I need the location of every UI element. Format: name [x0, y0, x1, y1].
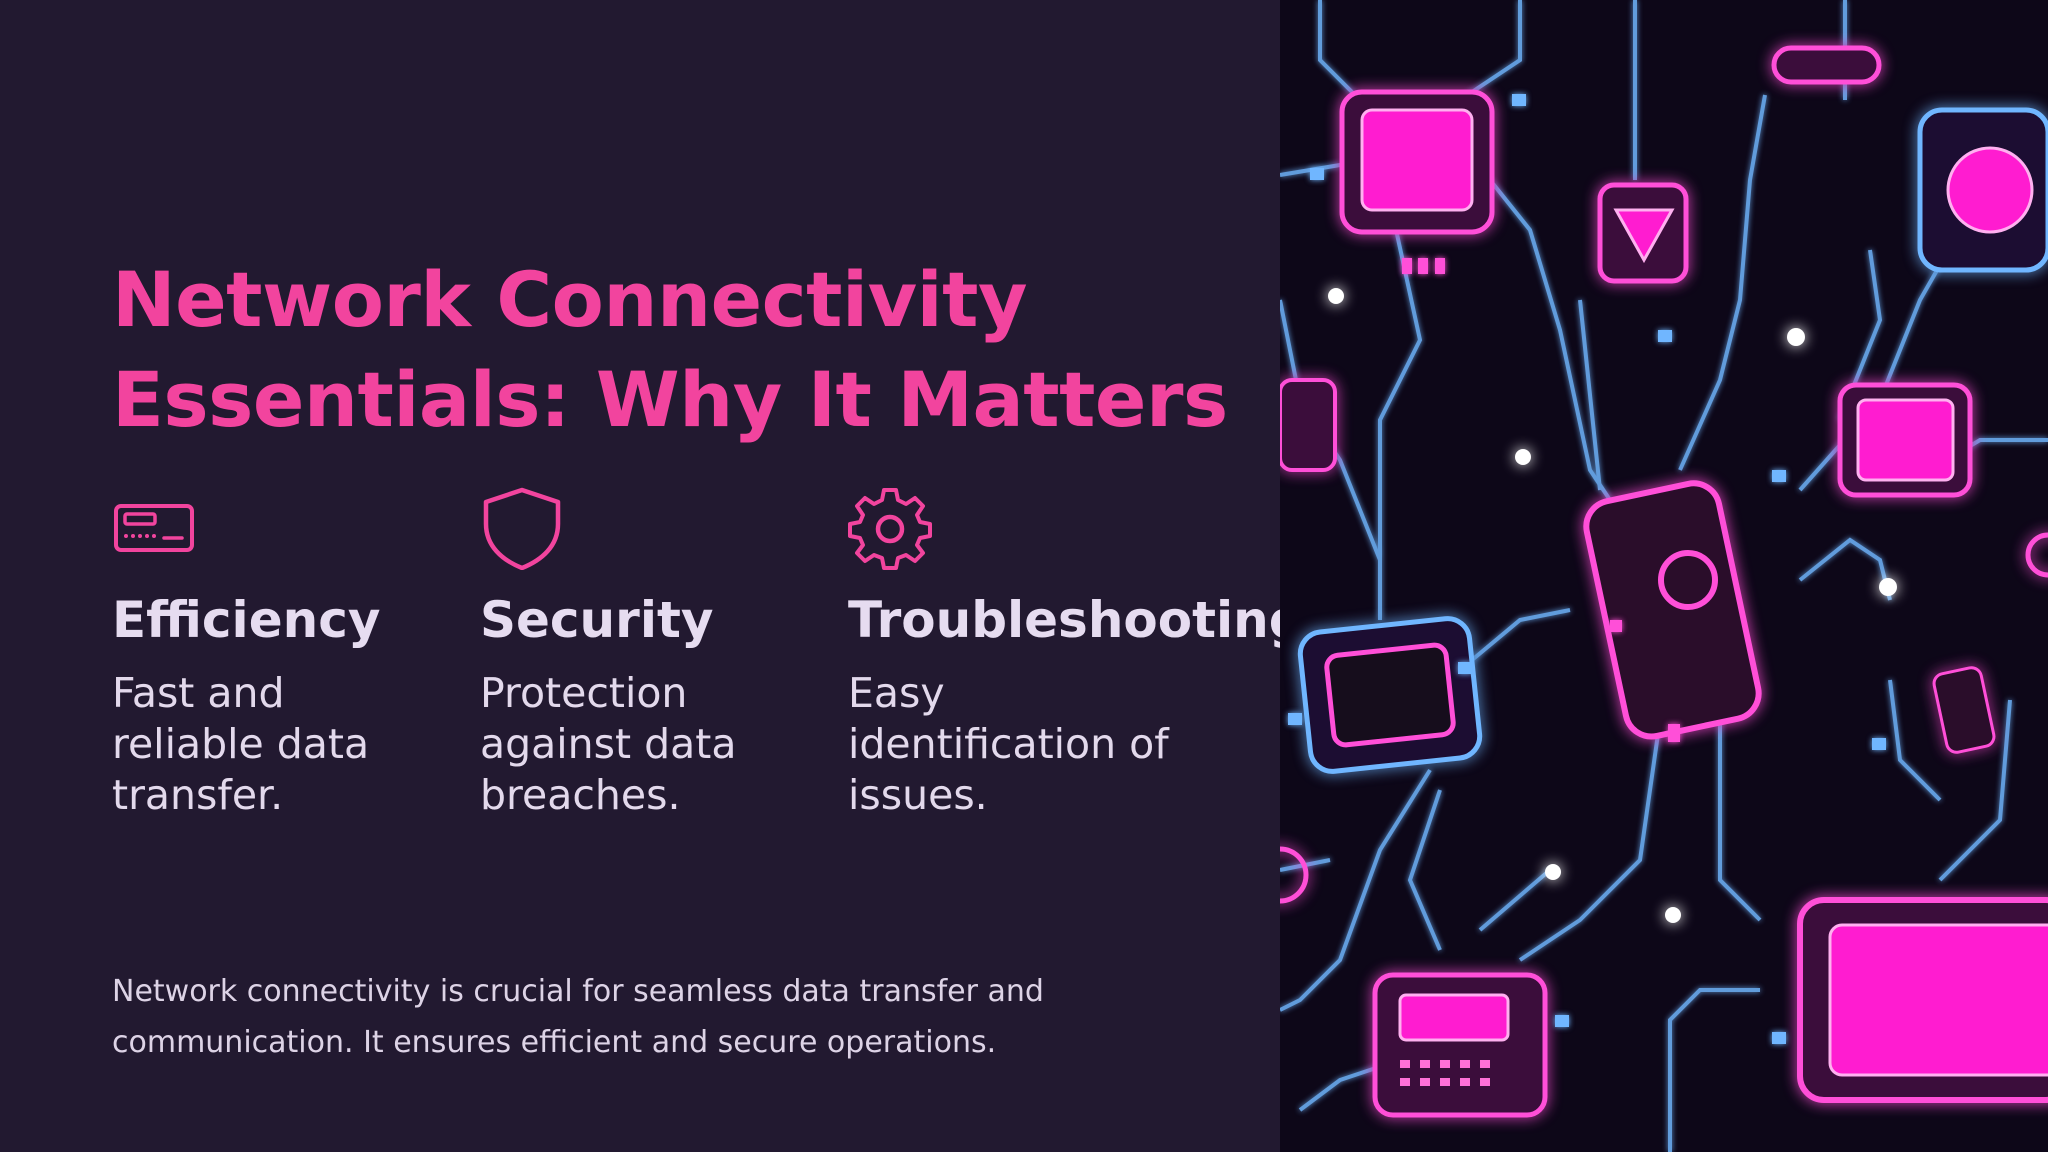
- feature-efficiency: Efficiency Fast and reliable data transf…: [112, 486, 472, 819]
- feature-heading: Security: [480, 591, 714, 649]
- shield-icon: [483, 487, 561, 570]
- feature-security: Security Protection against data breache…: [480, 486, 840, 819]
- circuit-illustration: [1280, 0, 2048, 1152]
- feature-troubleshooting: Troubleshooting Easy identification of i…: [848, 486, 1305, 819]
- feature-description: Easy identification of issues.: [848, 669, 1169, 819]
- neon-circuit-image: [1280, 0, 2048, 1152]
- feature-description: Protection against data breaches.: [480, 669, 737, 819]
- summary-text: Network connectivity is crucial for seam…: [112, 974, 1044, 1060]
- feature-heading: Efficiency: [112, 591, 381, 649]
- gear-icon: [848, 488, 932, 570]
- card-reader-icon: [114, 504, 194, 552]
- slide-title-line-2: Essentials: Why It Matters: [112, 355, 1228, 444]
- slide-title: Network Connectivity Essentials: Why It …: [112, 250, 1232, 450]
- slide-title-line-1: Network Connectivity: [112, 255, 1028, 344]
- feature-heading: Troubleshooting: [848, 591, 1305, 649]
- content-panel: Network Connectivity Essentials: Why It …: [112, 250, 1305, 1060]
- feature-description: Fast and reliable data transfer.: [112, 669, 370, 819]
